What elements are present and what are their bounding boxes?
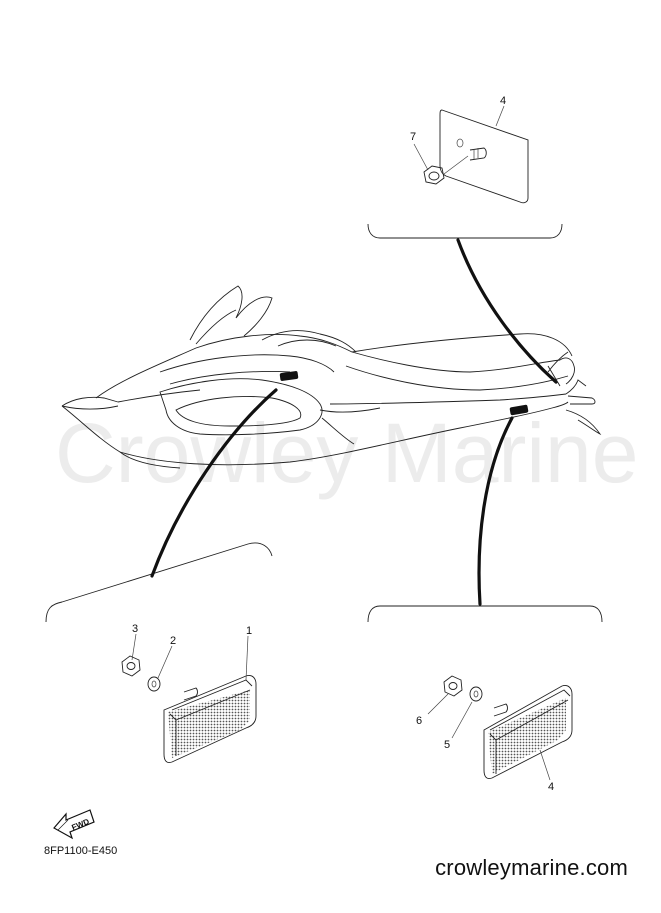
left-detail: 1 2 3	[45, 542, 273, 763]
fwd-arrow-icon: FWD	[53, 809, 95, 840]
website-link[interactable]: crowleymarine.com	[435, 855, 628, 880]
watermark-text: Crowley Marine	[55, 406, 639, 500]
callout-top-plate: 4	[500, 95, 506, 107]
diagram-code: 8FP1100-E450	[44, 845, 118, 857]
left-leader-line	[150, 388, 278, 578]
top-detail: 4 7	[367, 95, 563, 239]
top-leader-line	[456, 238, 558, 384]
watercraft-outline	[61, 285, 602, 469]
callout-left-reflector: 1	[246, 625, 252, 637]
callout-right-washer: 5	[444, 739, 450, 751]
right-detail: 6 5 4	[367, 605, 603, 793]
callout-right-nut: 6	[416, 715, 422, 727]
callout-left-nut: 3	[132, 623, 138, 635]
right-leader-line	[477, 416, 514, 606]
callout-right-reflector: 4	[548, 781, 554, 793]
callout-left-washer: 2	[170, 635, 176, 647]
callout-top-nut: 7	[410, 131, 416, 143]
